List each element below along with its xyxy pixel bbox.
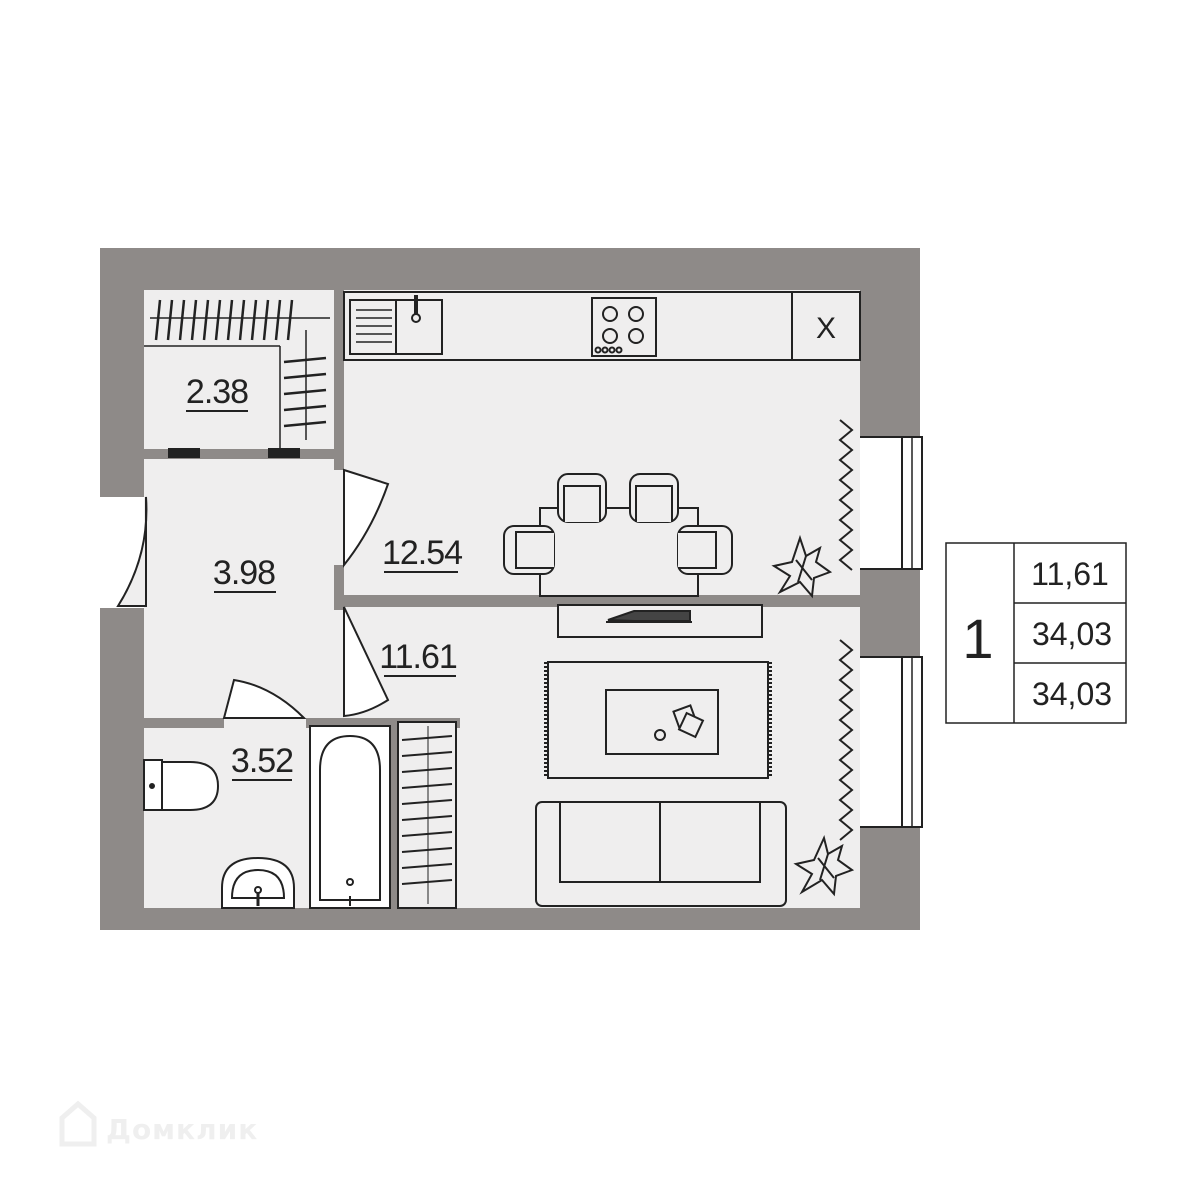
- area-bathroom: 3.52: [231, 742, 293, 780]
- room-labels: 2.38 3.98 12.54 11.61 3.52: [186, 373, 463, 781]
- bath-shelf: [397, 721, 457, 909]
- kitchen-counter: [343, 291, 861, 361]
- curtain-living: [838, 639, 854, 841]
- area-kitchen: 12.54: [382, 534, 462, 572]
- fridge-label: X: [816, 312, 836, 345]
- wardrobe-hangers: [150, 299, 330, 440]
- rooms-count: 1: [962, 607, 993, 670]
- washbasin: [221, 856, 295, 909]
- plant-kitchen: [771, 534, 833, 599]
- watermark: Домклик: [59, 1100, 258, 1147]
- curtain-kitchen: [838, 419, 854, 571]
- sofa: [535, 801, 787, 907]
- toilet: [143, 759, 220, 811]
- rug: [544, 661, 772, 779]
- plant-living: [793, 834, 855, 897]
- total-area-value-2: 34,03: [1032, 676, 1112, 712]
- area-hall: 3.98: [213, 554, 275, 592]
- total-area-value: 34,03: [1032, 616, 1112, 652]
- tv-stand: [557, 604, 763, 638]
- living-area-value: 11,61: [1031, 556, 1109, 592]
- dining-set: [503, 473, 733, 597]
- house-logo-icon: [59, 1100, 97, 1147]
- area-wardrobe: 2.38: [186, 373, 248, 411]
- door-swings: [116, 448, 390, 719]
- bathtub: [309, 725, 391, 909]
- area-summary-box: [945, 542, 1127, 724]
- watermark-text: Домклик: [106, 1113, 258, 1146]
- area-living: 11.61: [379, 638, 457, 676]
